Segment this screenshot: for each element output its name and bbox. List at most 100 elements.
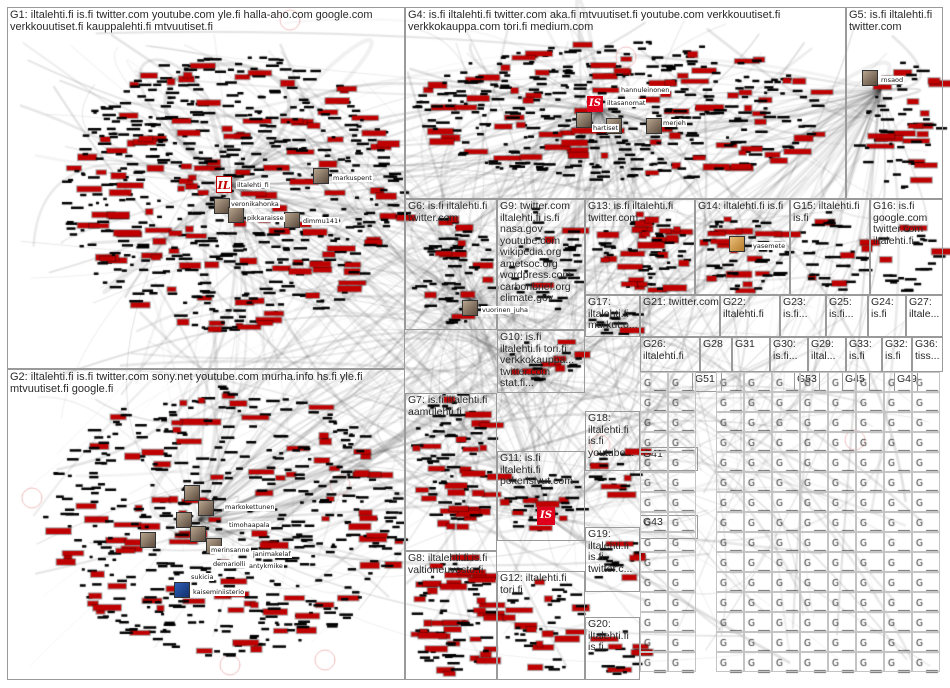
group-panel-small — [828, 552, 856, 572]
group-label: G26: iltalehti.fi — [643, 339, 699, 362]
avatar — [140, 532, 156, 548]
group-panel-small — [716, 432, 744, 452]
group-panel-small — [912, 512, 940, 532]
group-panel-small — [856, 552, 884, 572]
group-panel-small — [912, 612, 940, 632]
avatar — [646, 118, 662, 134]
group-label: G23: is.fi... — [783, 297, 825, 320]
group-panel-g33: G33: is.fi — [846, 337, 882, 372]
group-panel-small — [744, 612, 772, 632]
group-panel-small — [744, 632, 772, 652]
group-panel-small — [884, 512, 912, 532]
group-panel-small — [744, 412, 772, 432]
vertex-label: iltasanomat — [606, 99, 646, 107]
group-panel-small — [884, 632, 912, 652]
group-panel-g31: G31 — [732, 337, 770, 372]
group-panel-small — [828, 652, 856, 672]
group-panel-small — [800, 452, 828, 472]
group-label: G4: is.fi iltalehti.fi twitter.com aka.f… — [408, 9, 845, 33]
vertex-label: hartiset — [592, 124, 619, 132]
avatar — [184, 485, 200, 501]
group-panel-small — [668, 572, 696, 592]
group-panel-small — [912, 492, 940, 512]
group-panel-small — [828, 632, 856, 652]
group-panel-small — [772, 612, 800, 632]
group-panel-small — [884, 432, 912, 452]
vertex-label: hannuleinonen — [620, 86, 670, 94]
group-panel-g20: G20: iltalehti.fi is.fi — [585, 617, 640, 680]
group-panel-small — [828, 372, 856, 392]
group-panel-small — [744, 512, 772, 532]
logo-iltalehti: IL — [216, 176, 232, 193]
group-panel-small — [668, 552, 696, 572]
group-panel-small — [856, 652, 884, 672]
group-panel-small — [716, 592, 744, 612]
group-panel-small — [912, 412, 940, 432]
group-panel-small — [668, 632, 696, 652]
group-panel-small — [800, 472, 828, 492]
group-panel-small — [884, 412, 912, 432]
vertex-label: vuorinen_juha — [481, 306, 529, 314]
group-panel-small — [772, 412, 800, 432]
group-panel-small — [912, 572, 940, 592]
group-panel-g13: G13: is.fi iltalehti.fi twitter.com — [585, 199, 695, 295]
group-panel-small — [884, 532, 912, 552]
avatar — [462, 300, 478, 316]
vertex-label: markuspent — [332, 174, 373, 182]
group-panel-g32: G32: is.fi — [882, 337, 912, 372]
group-panel-small — [744, 652, 772, 672]
group-panel-small — [744, 572, 772, 592]
group-panel-small — [800, 592, 828, 612]
group-panel-small — [668, 612, 696, 632]
group-panel-small — [884, 492, 912, 512]
group-panel-small — [912, 632, 940, 652]
group-panel-small — [856, 512, 884, 532]
group-panel-small — [772, 452, 800, 472]
group-panel-small — [912, 532, 940, 552]
group-panel-small — [772, 572, 800, 592]
group-panel-small — [856, 532, 884, 552]
group-panel-g15: G15: iltalehti.fi is.fi — [790, 199, 870, 295]
group-panel-small — [884, 452, 912, 472]
group-panel-g27: G27: iltale... — [906, 295, 943, 337]
group-label: G25: is.fi... — [829, 297, 867, 320]
group-panel-small — [668, 452, 696, 472]
group-panel-small — [772, 532, 800, 552]
vertex-label: janimakelaf — [252, 550, 292, 558]
group-panel-small — [800, 632, 828, 652]
avatar — [862, 70, 878, 86]
group-panel-small — [716, 392, 744, 412]
vertex-label: dimmu141 — [302, 217, 339, 225]
vertex-label: merinsanne — [210, 546, 251, 554]
group-panel-small — [744, 532, 772, 552]
group-panel-small — [912, 372, 940, 392]
group-panel-g36: G36: tiss... — [912, 337, 943, 372]
group-label: G7: is.fi iltalehti.fi aamulehti.fi — [408, 395, 496, 418]
group-panel-small — [800, 432, 828, 452]
group-panel-small — [716, 452, 744, 472]
vertex-label: iltalehti_fi — [236, 181, 270, 189]
group-label: G18: iltalehti.fi is.fi youtube... — [588, 413, 639, 459]
group-panel-small — [668, 592, 696, 612]
group-label: G28 — [703, 339, 731, 351]
group-panel-small — [828, 492, 856, 512]
group-panel-small — [912, 392, 940, 412]
avatar — [313, 168, 329, 184]
group-panel-g10: G10: is.fi iltalehti.fi tori.fi verkkoka… — [497, 330, 585, 393]
group-panel-small — [716, 412, 744, 432]
group-panel-small — [772, 632, 800, 652]
group-panel-g11: G11: is.fi iltalehti.fi pokerisivut.com — [497, 451, 585, 541]
group-panel-small — [856, 432, 884, 452]
group-panel-small — [668, 492, 696, 512]
group-panel-small — [716, 532, 744, 552]
group-panel-small — [856, 392, 884, 412]
group-panel-g30: G30: is.fi... — [770, 337, 808, 372]
group-panel-small — [716, 572, 744, 592]
group-panel-g1: G1: iltalehti.fi is.fi twitter.com youtu… — [7, 7, 405, 369]
group-panel-small — [744, 492, 772, 512]
logo-iltasanomat: IS — [587, 96, 603, 112]
group-panel-g17: G17: iltalehti.fi murkut.o... — [585, 295, 640, 337]
group-panel-g24: G24: is.fi — [868, 295, 906, 337]
group-label: G33: is.fi — [849, 339, 881, 362]
group-panel-small — [828, 512, 856, 532]
